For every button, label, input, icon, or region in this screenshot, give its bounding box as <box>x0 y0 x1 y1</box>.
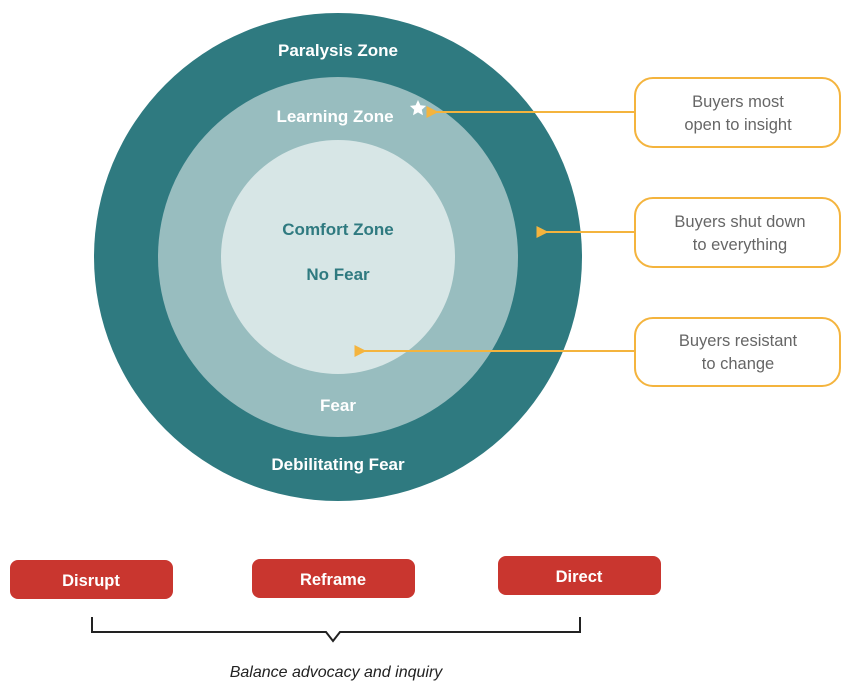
disrupt-button[interactable]: Disrupt <box>10 560 173 599</box>
direct-button-label: Direct <box>556 568 603 586</box>
disrupt-button-label: Disrupt <box>62 572 120 590</box>
reframe-button-label: Reframe <box>300 571 366 589</box>
callout-shut-down: Buyers shut down to everything <box>634 197 841 268</box>
callout-text-line2: to change <box>702 355 774 373</box>
callout-text-line1: Buyers resistant <box>679 332 798 350</box>
callout-text-line2: open to insight <box>684 116 792 134</box>
learning-zone-label: Learning Zone <box>276 107 393 126</box>
callout-text-line1: Buyers shut down <box>674 213 805 231</box>
debilitating-fear-label: Debilitating Fear <box>271 455 405 474</box>
callout-text-line1: Buyers most <box>692 93 784 111</box>
caption: Balance advocacy and inquiry <box>230 664 444 681</box>
paralysis-zone-label: Paralysis Zone <box>278 41 398 60</box>
callout-text-line2: to everything <box>693 236 787 254</box>
bracket-icon <box>91 617 581 643</box>
no-fear-label: No Fear <box>306 265 370 284</box>
direct-button[interactable]: Direct <box>498 556 661 595</box>
comfort-zone-circle <box>221 140 455 374</box>
comfort-zone-label: Comfort Zone <box>282 220 393 239</box>
callout-resistant: Buyers resistant to change <box>634 317 841 387</box>
fear-label: Fear <box>320 396 356 415</box>
star-icon <box>409 100 427 116</box>
callout-open-to-insight: Buyers most open to insight <box>634 77 841 148</box>
reframe-button[interactable]: Reframe <box>252 559 415 598</box>
